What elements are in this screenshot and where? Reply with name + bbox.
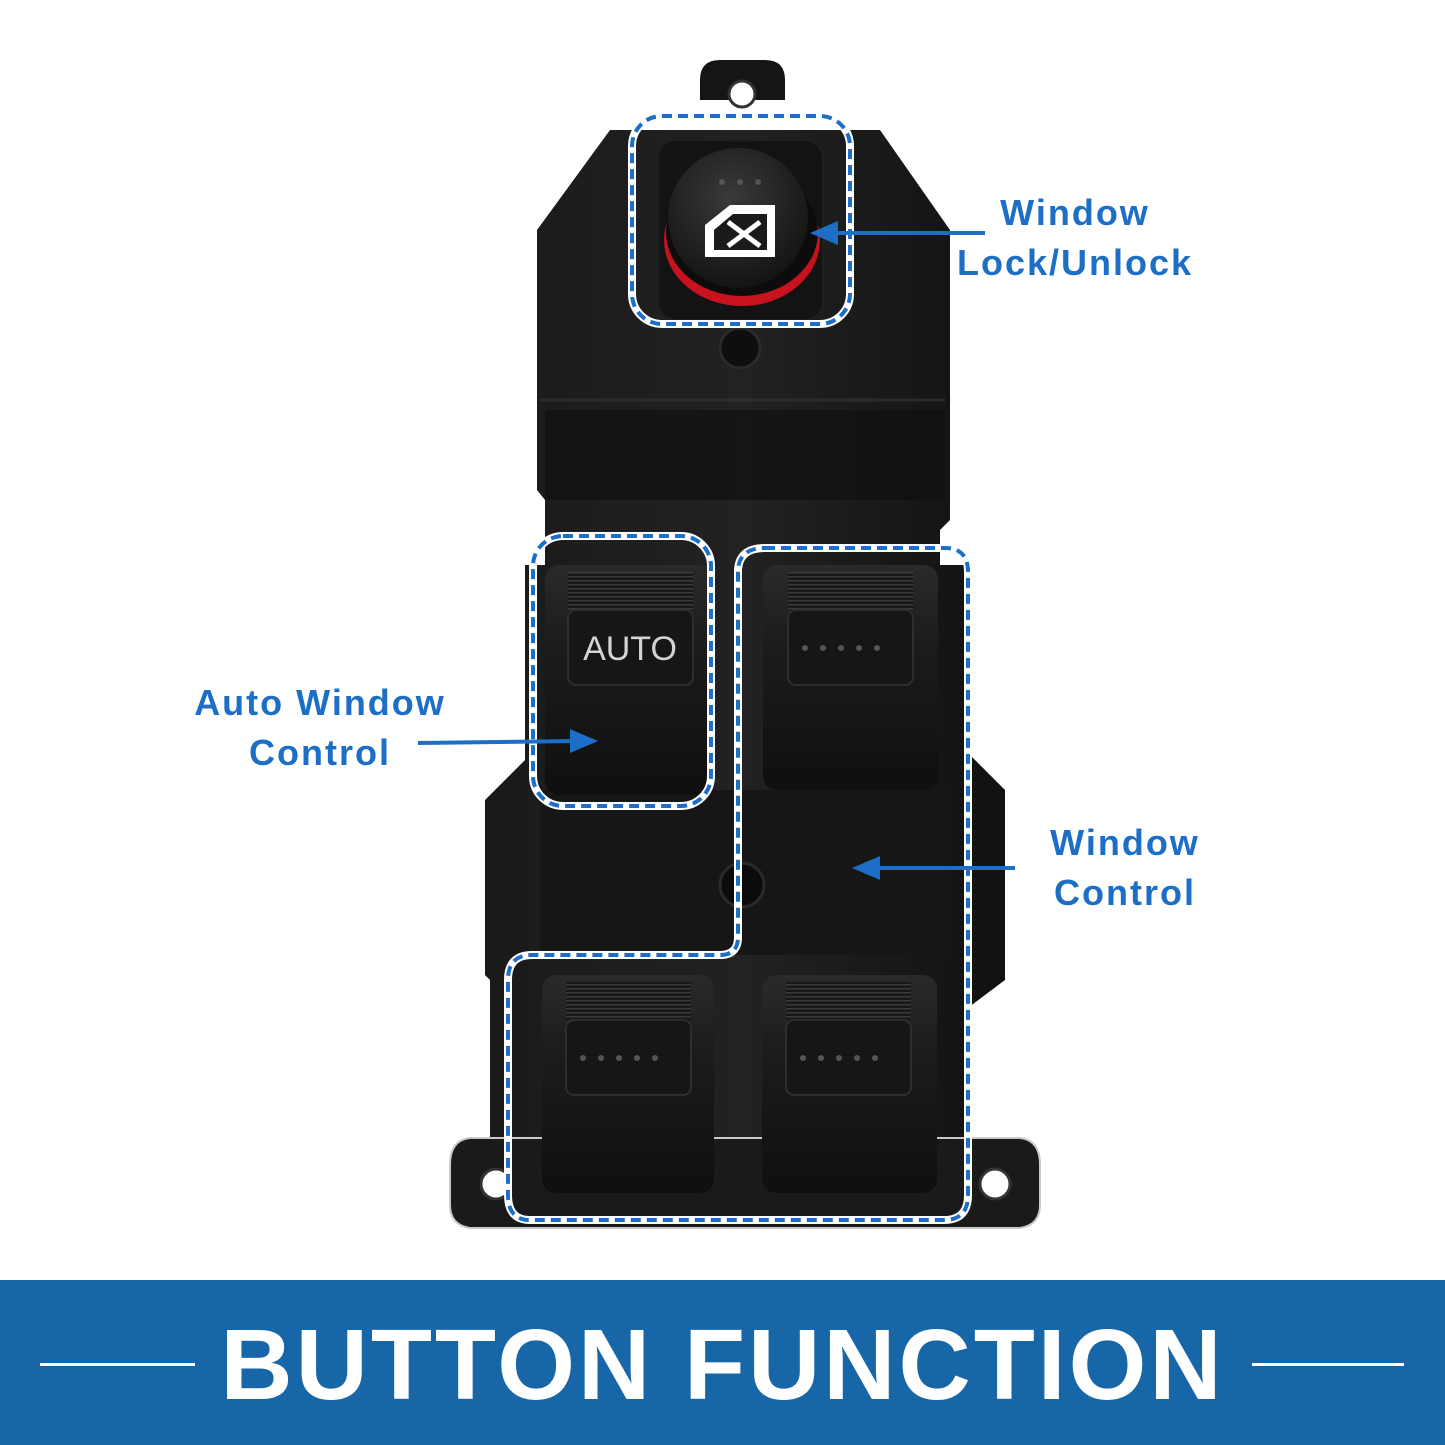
callout-line: Control <box>249 732 391 773</box>
auto-window-switch[interactable]: AUTO <box>545 565 715 795</box>
callout-line: Lock/Unlock <box>956 242 1194 283</box>
auto-label: AUTO <box>583 630 677 668</box>
window-control-highlight-outline <box>504 544 972 1224</box>
window-lock-icon <box>705 205 775 257</box>
banner-divider-right <box>1252 1363 1404 1366</box>
auto-highlight-outline <box>529 532 715 810</box>
bottom-mounting-bracket <box>449 1137 1041 1229</box>
window-lock-knob[interactable] <box>664 148 820 306</box>
window-switch-rear-right[interactable] <box>762 975 937 1193</box>
window-lock-callout: Window Lock/Unlock <box>930 188 1220 288</box>
callout-line: Control <box>1054 872 1196 913</box>
callout-line: Auto Window <box>194 682 446 723</box>
title-banner <box>0 1280 1445 1445</box>
window-switch-rear-left[interactable] <box>542 975 714 1193</box>
banner-title: BUTTON FUNCTION <box>220 1309 1225 1421</box>
auto-arrow <box>417 729 598 753</box>
window-switch-front-right[interactable] <box>763 565 938 790</box>
top-mounting-tab <box>700 60 785 109</box>
lock-arrow <box>810 221 985 245</box>
window-control-arrow <box>852 856 1015 880</box>
window-control-callout: Window Control <box>1020 818 1230 918</box>
callout-line: Window <box>1050 822 1200 863</box>
window-switch-illustration: AUTO <box>417 60 1041 1229</box>
lock-highlight-outline <box>628 112 854 328</box>
auto-window-callout: Auto Window Control <box>170 678 470 778</box>
callout-line: Window <box>1000 192 1150 233</box>
banner-divider-left <box>40 1363 195 1366</box>
